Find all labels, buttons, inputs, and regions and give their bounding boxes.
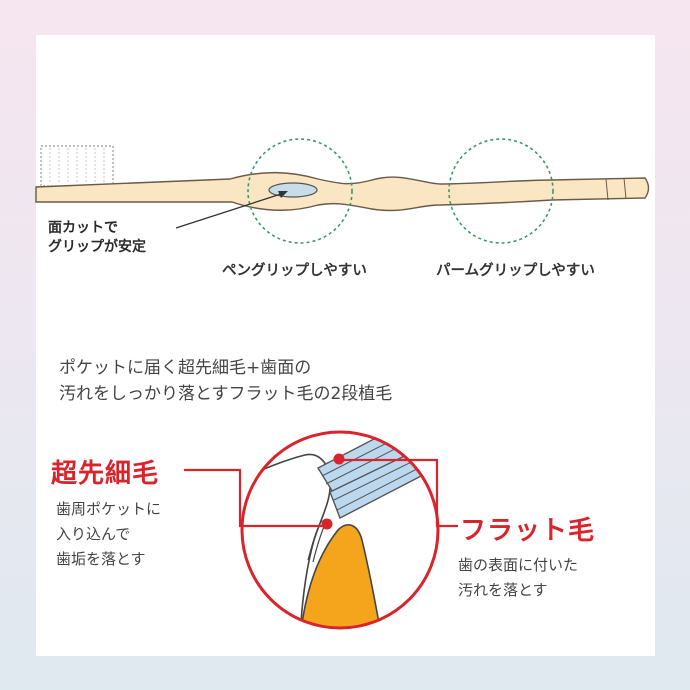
palm-grip-zone [448,138,554,244]
flat-leader [339,458,458,528]
ultra-fine-description: 歯周ポケットに 入り込んで 歯垢を落とす [56,497,161,572]
zoom-circle [240,430,440,630]
headline: ポケットに届く超先細毛+歯面の 汚れをしっかり落とすフラット毛の2段植毛 [59,355,392,407]
flat-desc-line-2: 汚れを落とす [458,581,548,599]
brush-handle [35,171,650,212]
face-cut-note-line-2: グリップが安定 [48,239,146,255]
face-cut-note-line-1: 面カットで [48,220,118,236]
headline-line-1: ポケットに届く超先細毛+歯面の [59,358,312,378]
ultra-fine-desc-line-2: 入り込んで [56,525,131,543]
flat-bristle-title: フラット毛 [460,516,596,546]
ultra-fine-desc-line-3: 歯垢を落とす [56,550,146,568]
face-cut-pointer [175,192,285,229]
headline-line-2: 汚れをしっかり落とすフラット毛の2段植毛 [59,384,393,404]
pen-grip-zone [247,138,353,244]
palm-grip-label: パームグリップしやすい [436,263,595,279]
toothbrush-illustration [35,138,650,244]
ultra-fine-marker [321,518,333,530]
face-cut-note: 面カットで グリップが安定 [48,219,146,257]
pen-grip-label: ペングリップしやすい [222,263,367,279]
flat-desc-line-1: 歯の表面に付いた [458,556,579,574]
gum [299,524,383,628]
ultra-fine-title: 超先細毛 [51,459,160,489]
ultra-fine-leader [184,468,327,528]
ultra-fine-desc-line-1: 歯周ポケットに [56,500,162,518]
flat-bristle-description: 歯の表面に付いた 汚れを落とす [458,553,578,603]
